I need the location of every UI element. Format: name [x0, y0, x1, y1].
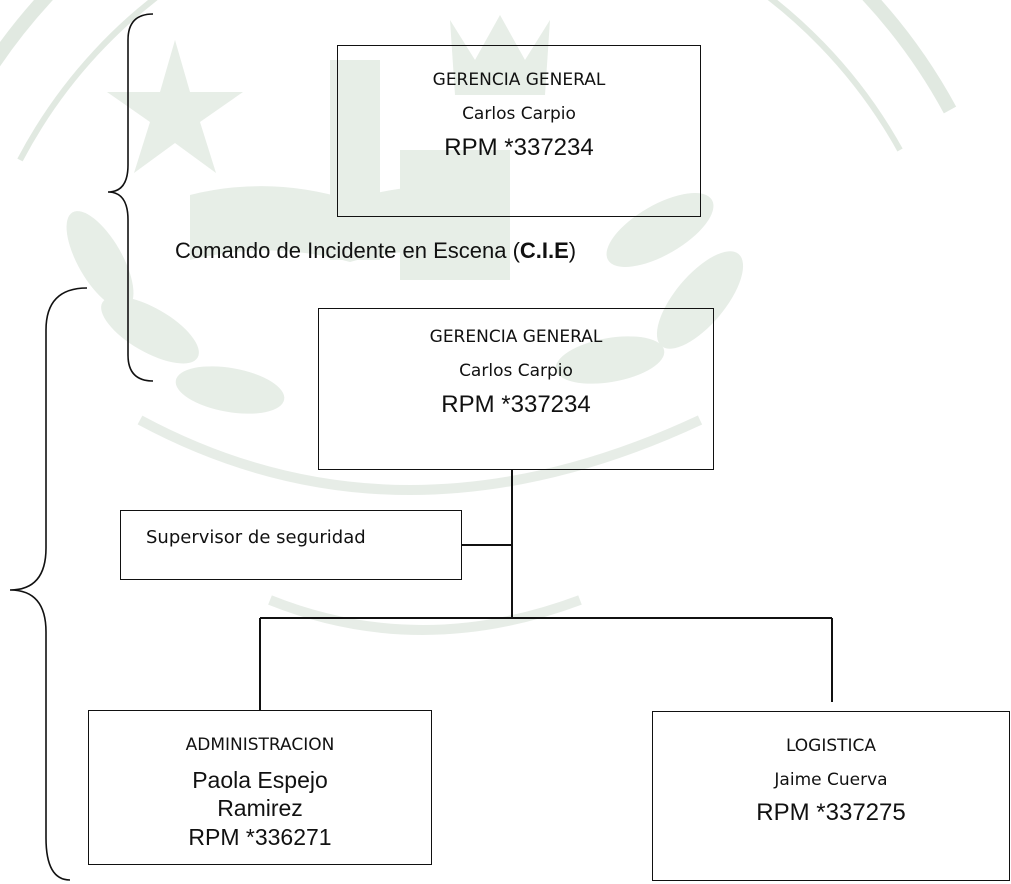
caption-bold: C.I.E	[519, 238, 569, 263]
node-name-line1: Paola Espejo	[192, 767, 328, 793]
lower-curly-brace	[9, 287, 88, 881]
node-phone: RPM *336271	[188, 824, 332, 850]
node-phone: RPM *337275	[756, 799, 906, 826]
administracion-box: ADMINISTRACION Paola Espejo Ramirez RPM …	[88, 710, 432, 865]
node-name: Carlos Carpio	[459, 361, 573, 381]
supervisor-seguridad-box: Supervisor de seguridad	[120, 510, 462, 580]
node-phone: RPM *337234	[441, 391, 591, 418]
node-title: Supervisor de seguridad	[146, 527, 366, 548]
node-title: LOGISTICA	[785, 736, 877, 756]
node-name-line2: Ramirez	[217, 795, 303, 821]
node-name: Carlos Carpio	[462, 104, 576, 124]
logistica-box: LOGISTICA Jaime Cuerva RPM *337275	[652, 711, 1010, 881]
node-title: GERENCIA GENERAL	[429, 327, 603, 347]
upper-curly-brace	[107, 13, 154, 382]
node-title: ADMINISTRACION	[185, 735, 335, 755]
caption-prefix: Comando de Incidente en Escena (	[175, 238, 520, 263]
node-title: GERENCIA GENERAL	[432, 70, 606, 90]
node-name: Jaime Cuerva	[774, 770, 888, 790]
cie-caption: Comando de Incidente en Escena (C.I.E)	[175, 238, 576, 264]
gerencia-general-top-box: GERENCIA GENERAL Carlos Carpio RPM *3372…	[337, 45, 701, 217]
caption-suffix: )	[568, 238, 577, 263]
gerencia-general-mid-box: GERENCIA GENERAL Carlos Carpio RPM *3372…	[318, 308, 714, 470]
node-phone: RPM *337234	[444, 134, 594, 161]
